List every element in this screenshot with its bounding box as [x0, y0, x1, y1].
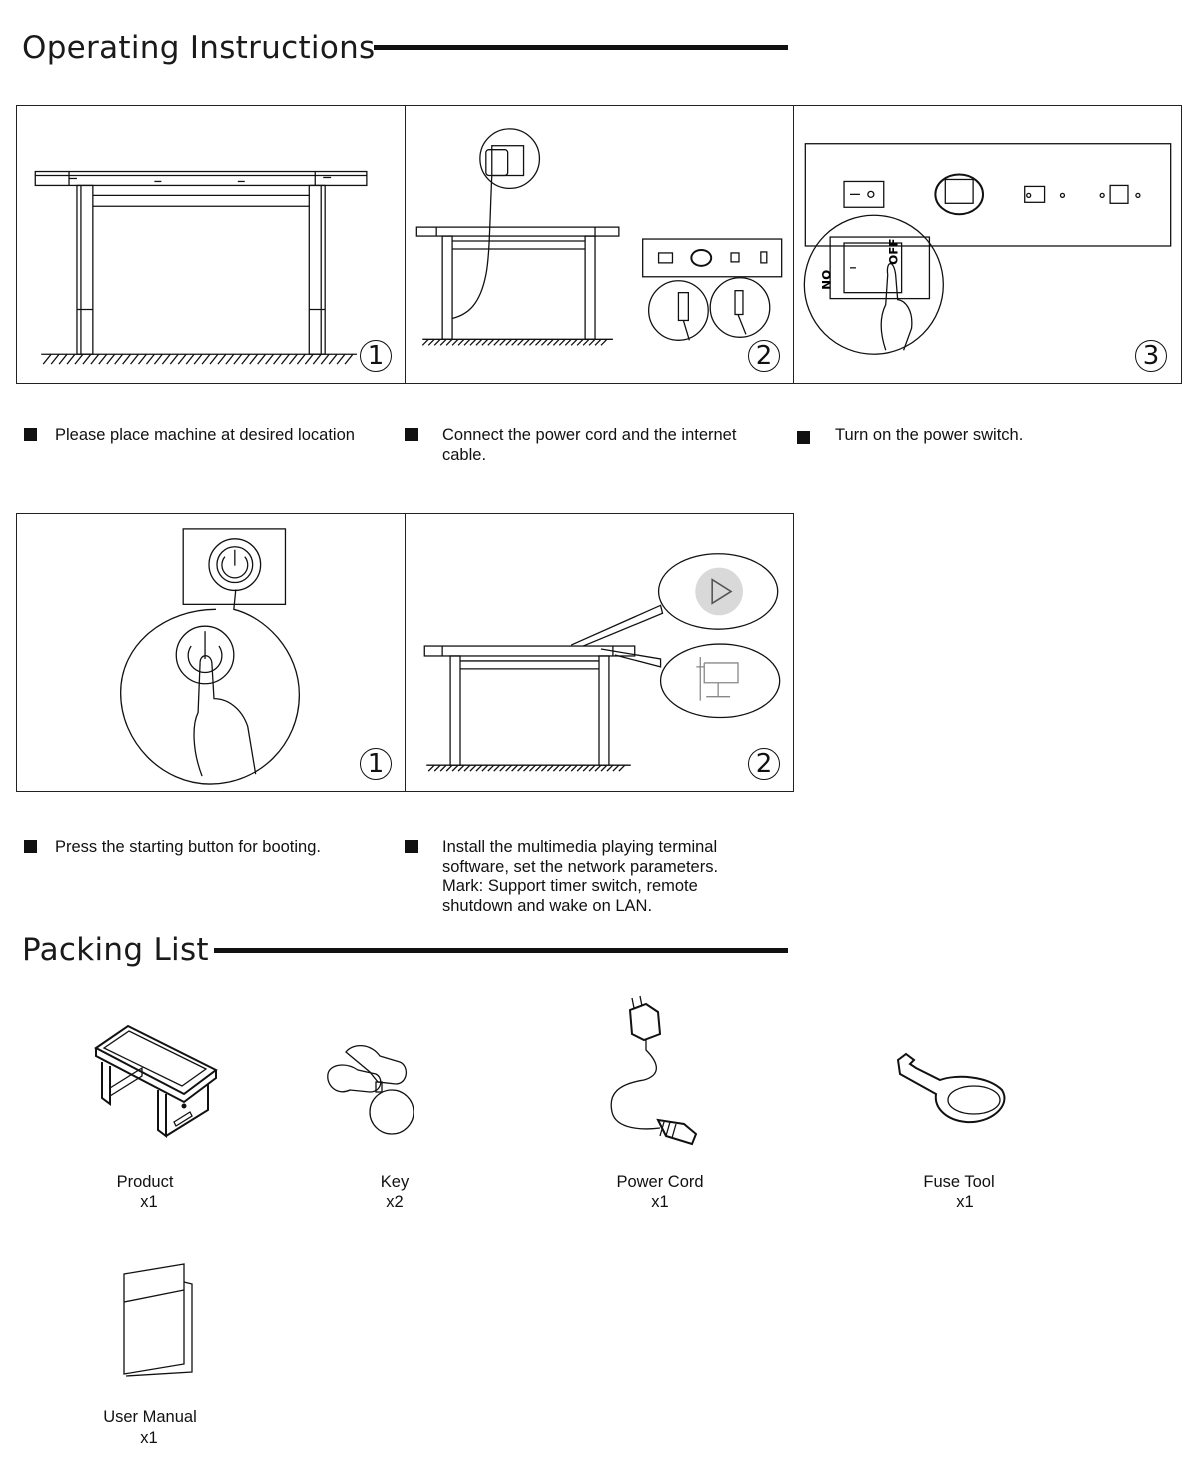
title-rule	[214, 948, 788, 953]
step-panel-connect-cables: 2	[405, 105, 794, 384]
user-manual-icon	[123, 1263, 193, 1377]
power-button-illustration	[120, 528, 301, 785]
step-caption: Press the starting button for booting.	[55, 838, 321, 856]
packing-item-name: Power Cord	[616, 1173, 704, 1191]
packing-item-name: Product	[116, 1173, 174, 1191]
product-icon	[94, 1024, 218, 1138]
bullet-icon	[405, 840, 418, 853]
title-rule	[374, 45, 788, 50]
step-panel-boot: 1	[16, 513, 406, 792]
step-number: 3	[1135, 340, 1167, 372]
power-switch-illustration: ON OFF	[803, 143, 1172, 355]
software-setup-illustration	[423, 553, 781, 772]
step-caption: Please place machine at desired location	[55, 426, 355, 444]
step-number: 2	[748, 748, 780, 780]
step-panel-install-software: 2	[405, 513, 794, 792]
cable-connection-illustration	[415, 128, 783, 346]
packing-item-qty: x1	[651, 1193, 669, 1211]
machine-table-illustration	[34, 170, 368, 365]
packing-item-qty: x1	[140, 1193, 158, 1211]
fuse-tool-icon	[896, 1052, 1006, 1124]
operating-instructions-title: Operating Instructions	[22, 30, 376, 66]
step-panel-power-switch: ON OFF 3	[793, 105, 1182, 384]
step-caption: Turn on the power switch.	[835, 426, 1024, 444]
bullet-icon	[797, 431, 810, 444]
key-icon	[327, 1045, 414, 1135]
bullet-icon	[405, 428, 418, 441]
packing-item-name: Key	[380, 1173, 410, 1191]
bullet-icon	[24, 428, 37, 441]
step-caption: Install the multimedia playing terminal …	[442, 838, 719, 915]
packing-item-qty: x1	[140, 1429, 158, 1447]
bullet-icon	[24, 840, 37, 853]
step-number: 2	[748, 340, 780, 372]
power-cord-icon	[610, 995, 698, 1146]
step-panel-place-machine: 1	[16, 105, 406, 384]
packing-item-qty: x2	[386, 1193, 404, 1211]
packing-list-title: Packing List	[22, 932, 209, 968]
step-caption: Connect the power cord and the internet …	[442, 426, 737, 464]
packing-item-name: User Manual	[103, 1408, 197, 1426]
step-number: 1	[360, 748, 392, 780]
step-number: 1	[360, 340, 392, 372]
packing-item-name: Fuse Tool	[923, 1173, 995, 1191]
off-label: OFF	[887, 238, 901, 264]
packing-item-qty: x1	[956, 1193, 974, 1211]
on-label: ON	[819, 270, 833, 290]
